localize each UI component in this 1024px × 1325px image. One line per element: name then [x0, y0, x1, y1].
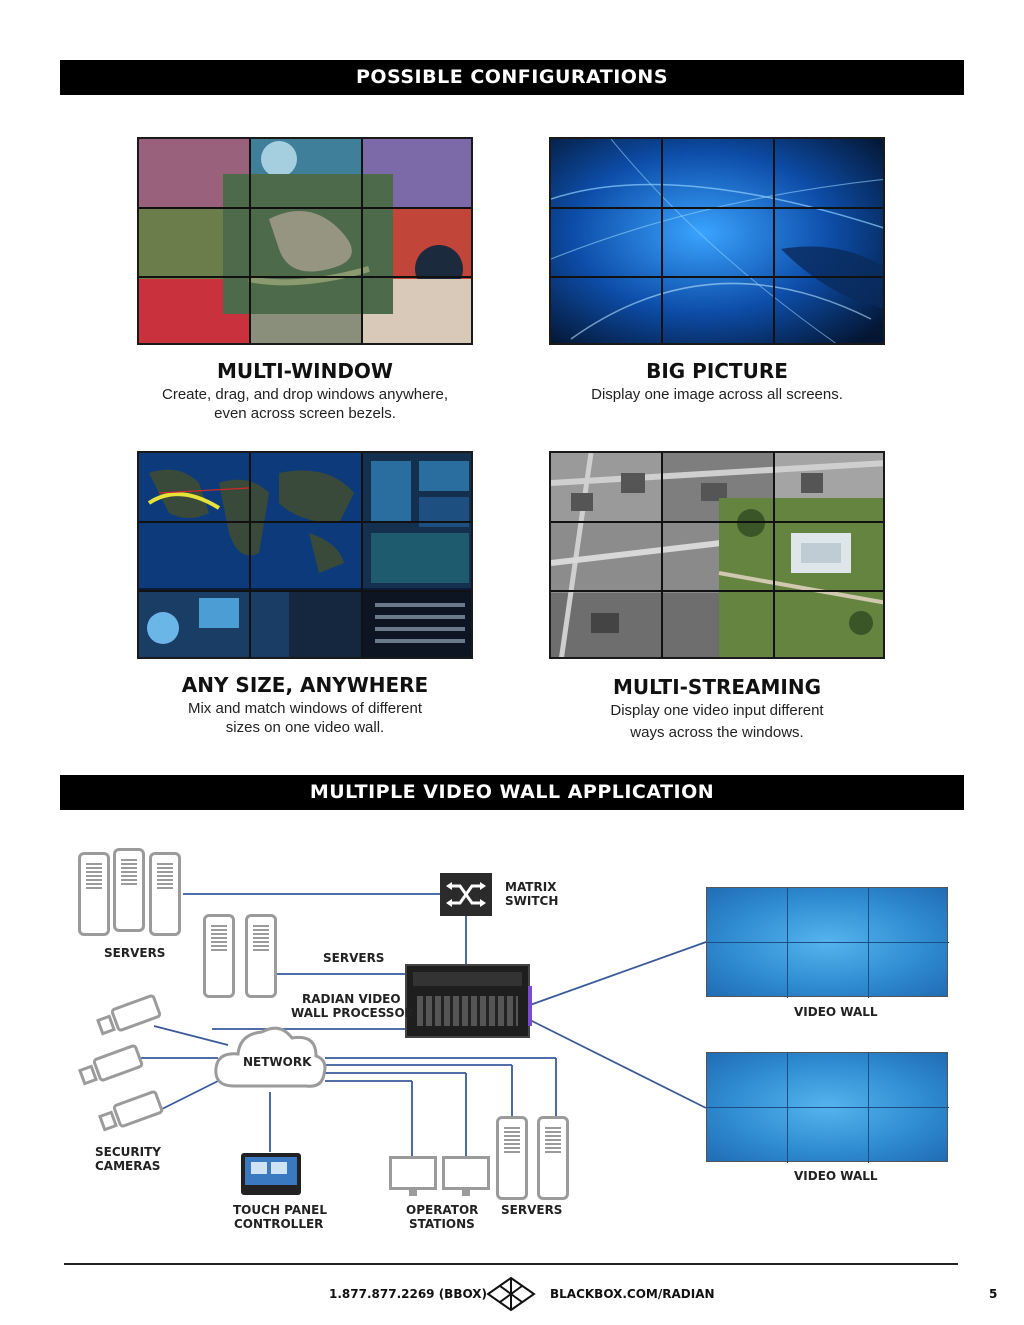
any-size-desc-line1: Mix and match windows of different	[187, 700, 422, 717]
touch-panel-label-2: CONTROLLER	[234, 1217, 324, 1231]
servers-bottom-label: SERVERS	[501, 1203, 563, 1217]
operator-monitor-icon	[389, 1156, 437, 1190]
video-wall-processor-icon	[405, 964, 532, 1038]
video-wall-display	[706, 1052, 949, 1163]
section-title: MULTIPLE VIDEO WALL APPLICATION	[309, 781, 715, 803]
multi-window-desc-line2: even across screen bezels.	[214, 405, 396, 422]
multi-streaming-desc-line1: Display one video input different	[610, 702, 824, 719]
server-icon	[203, 914, 235, 998]
multi-window-desc-line1: Create, drag, and drop windows anywhere,	[162, 386, 448, 403]
security-camera-icon	[98, 1090, 164, 1132]
servers-top-label: SERVERS	[104, 946, 166, 960]
page-number: 5	[989, 1287, 998, 1301]
video-wall-label-2: VIDEO WALL	[794, 1169, 878, 1183]
security-camera-icon	[96, 994, 162, 1036]
operator-stations-label-1: OPERATOR	[406, 1203, 479, 1217]
multi-streaming-title: MULTI-STREAMING	[612, 675, 822, 699]
multi-window-title: MULTI-WINDOW	[217, 359, 393, 383]
big-picture-title: BIG PICTURE	[646, 359, 788, 383]
touch-panel-icon	[241, 1153, 301, 1195]
touch-panel-label-1: TOUCH PANEL	[233, 1203, 328, 1217]
any-size-illustration	[139, 453, 471, 657]
server-icon	[113, 848, 145, 932]
big-picture-image	[549, 137, 885, 345]
operator-monitor-icon	[442, 1156, 490, 1190]
network-cloud-icon	[214, 1026, 327, 1088]
server-icon	[245, 914, 277, 998]
section-header-application: MULTIPLE VIDEO WALL APPLICATION	[60, 775, 964, 810]
any-size-desc-line2: sizes on one video wall.	[225, 719, 385, 736]
processor-label-1: RADIAN VIDEO	[302, 992, 401, 1006]
security-cameras-label-1: SECURITY	[95, 1145, 161, 1159]
any-size-title: ANY SIZE, ANYWHERE	[181, 673, 429, 697]
server-icon	[78, 852, 110, 936]
matrix-switch-icon	[440, 873, 492, 916]
server-icon	[149, 852, 181, 936]
video-wall-label-1: VIDEO WALL	[794, 1005, 878, 1019]
footer-phone: 1.877.877.2269 (BBOX)	[329, 1287, 487, 1301]
video-wall-display	[706, 887, 949, 998]
section-header-configurations: POSSIBLE CONFIGURATIONS	[60, 60, 964, 95]
video-wall-diagram: SERVERS SERVERS MATRIX SWITCH RADIAN VID…	[60, 830, 964, 1250]
network-label: NETWORK	[243, 1055, 312, 1069]
multi-streaming-desc-line2: ways across the windows.	[630, 724, 804, 741]
server-icon	[496, 1116, 528, 1200]
footer-divider	[64, 1263, 958, 1265]
servers-mid-label: SERVERS	[323, 951, 385, 965]
processor-label-2: WALL PROCESSOR	[291, 1006, 414, 1020]
matrix-switch-label-1: MATRIX	[505, 880, 557, 894]
operator-stations-label-2: STATIONS	[409, 1217, 475, 1231]
security-cameras-label-2: CAMERAS	[95, 1159, 161, 1173]
section-title: POSSIBLE CONFIGURATIONS	[355, 66, 669, 88]
big-picture-desc: Display one image across all screens.	[591, 386, 843, 403]
multi-streaming-image	[549, 451, 885, 659]
multi-streaming-illustration	[551, 453, 883, 657]
multi-window-illustration	[139, 139, 471, 343]
big-picture-illustration	[551, 139, 883, 343]
any-size-image	[137, 451, 473, 659]
server-icon	[537, 1116, 569, 1200]
security-camera-icon	[78, 1044, 144, 1086]
footer-url[interactable]: BLACKBOX.COM/RADIAN	[550, 1287, 715, 1301]
blackbox-logo-icon	[486, 1276, 536, 1312]
multi-window-image	[137, 137, 473, 345]
matrix-switch-label-2: SWITCH	[505, 894, 559, 908]
diagram-connectors	[140, 893, 707, 1156]
